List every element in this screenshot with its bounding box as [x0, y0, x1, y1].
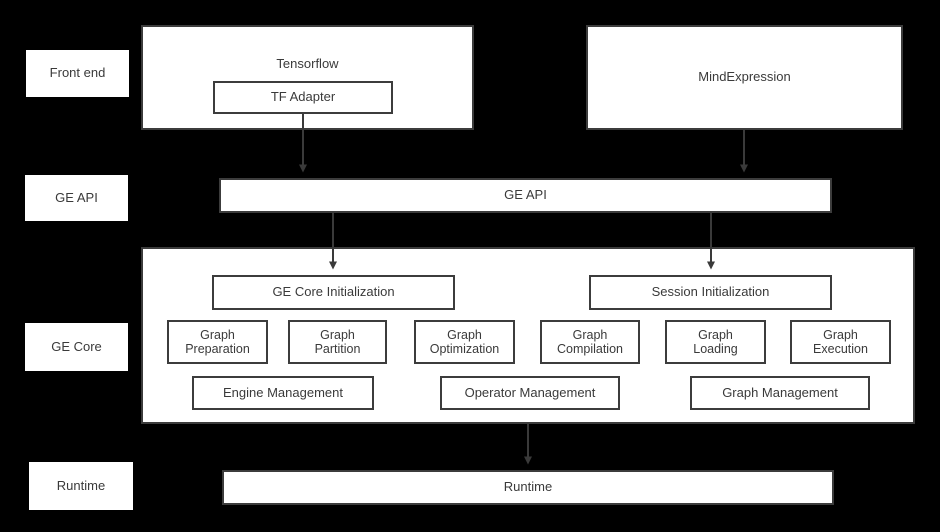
graph-execution-box[interactable]: Graph Execution	[790, 320, 891, 364]
ge-core-initialization-box[interactable]: GE Core Initialization	[212, 275, 455, 310]
tf-adapter-box[interactable]: TF Adapter	[213, 81, 393, 114]
lane-label-ge-core: GE Core	[25, 323, 128, 371]
session-initialization-box[interactable]: Session Initialization	[589, 275, 832, 310]
tensorflow-container[interactable]: Tensorflow	[141, 25, 474, 130]
lane-label-ge-api: GE API	[25, 175, 128, 221]
graph-management-box[interactable]: Graph Management	[690, 376, 870, 410]
graph-partition-box[interactable]: Graph Partition	[288, 320, 387, 364]
graph-loading-box[interactable]: Graph Loading	[665, 320, 766, 364]
graph-compilation-box[interactable]: Graph Compilation	[540, 320, 640, 364]
lane-label-front-end: Front end	[26, 50, 129, 97]
ge-api-bar[interactable]: GE API	[219, 178, 832, 213]
operator-management-box[interactable]: Operator Management	[440, 376, 620, 410]
mindexpression-box[interactable]: MindExpression	[586, 25, 903, 130]
engine-management-box[interactable]: Engine Management	[192, 376, 374, 410]
tensorflow-label: Tensorflow	[276, 56, 339, 71]
graph-optimization-box[interactable]: Graph Optimization	[414, 320, 515, 364]
graph-preparation-box[interactable]: Graph Preparation	[167, 320, 268, 364]
runtime-bar[interactable]: Runtime	[222, 470, 834, 505]
lane-label-runtime: Runtime	[29, 462, 133, 510]
